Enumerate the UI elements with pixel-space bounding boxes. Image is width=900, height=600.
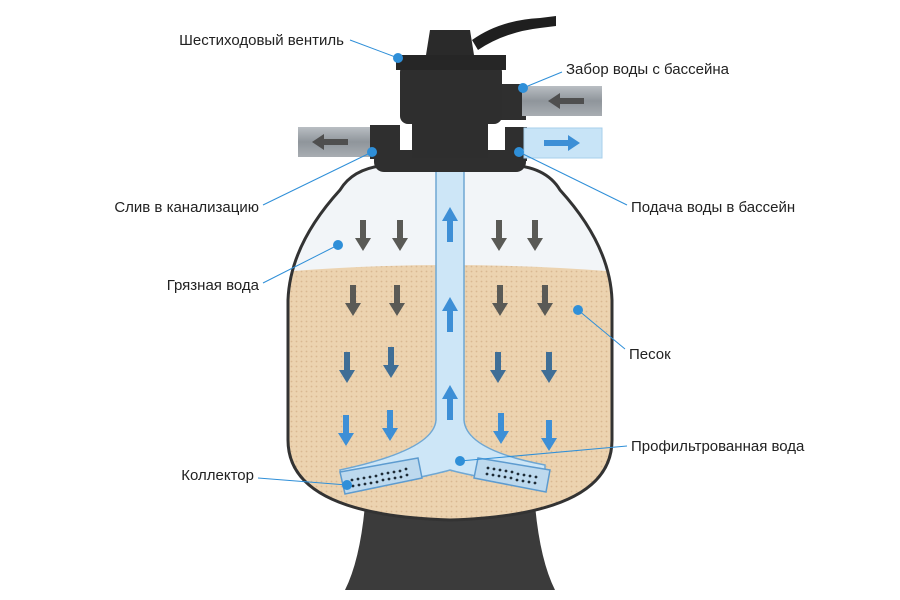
supply-arrow [544, 135, 580, 151]
label-valve: Шестиходовый вентиль [179, 32, 344, 49]
callout-dot-sand [573, 305, 583, 315]
central-pipe [339, 169, 546, 493]
drain-arrow [312, 134, 348, 150]
collector-left [339, 457, 423, 495]
six-way-valve [396, 16, 556, 158]
label-collector: Коллектор [181, 467, 254, 484]
label-intake: Забор воды с бассейна [566, 61, 730, 78]
intake-arrow [548, 93, 584, 109]
intake-pipe [496, 84, 602, 120]
label-supply: Подача воды в бассейн [631, 199, 795, 216]
drain-pipe [298, 125, 400, 159]
callout-dot-valve [393, 53, 403, 63]
label-dirty-water: Грязная вода [167, 277, 260, 294]
callout-dot-collector [342, 480, 352, 490]
callout-dot-supply [514, 147, 524, 157]
label-drain: Слив в канализацию [114, 199, 259, 216]
callout-dot-intake [518, 83, 528, 93]
label-sand: Песок [629, 346, 671, 363]
upflow-arrows [442, 207, 458, 420]
callouts [257, 39, 628, 490]
downflow-arrows [338, 220, 557, 451]
valve-handle [472, 16, 556, 50]
collector-right [473, 457, 551, 493]
filter-base [345, 505, 555, 590]
callout-dot-filtered-water [455, 456, 465, 466]
supply-pipe [505, 127, 603, 161]
callout-dot-dirty-water [333, 240, 343, 250]
label-filtered-water: Профильтрованная вода [631, 438, 805, 455]
callout-dot-drain [367, 147, 377, 157]
